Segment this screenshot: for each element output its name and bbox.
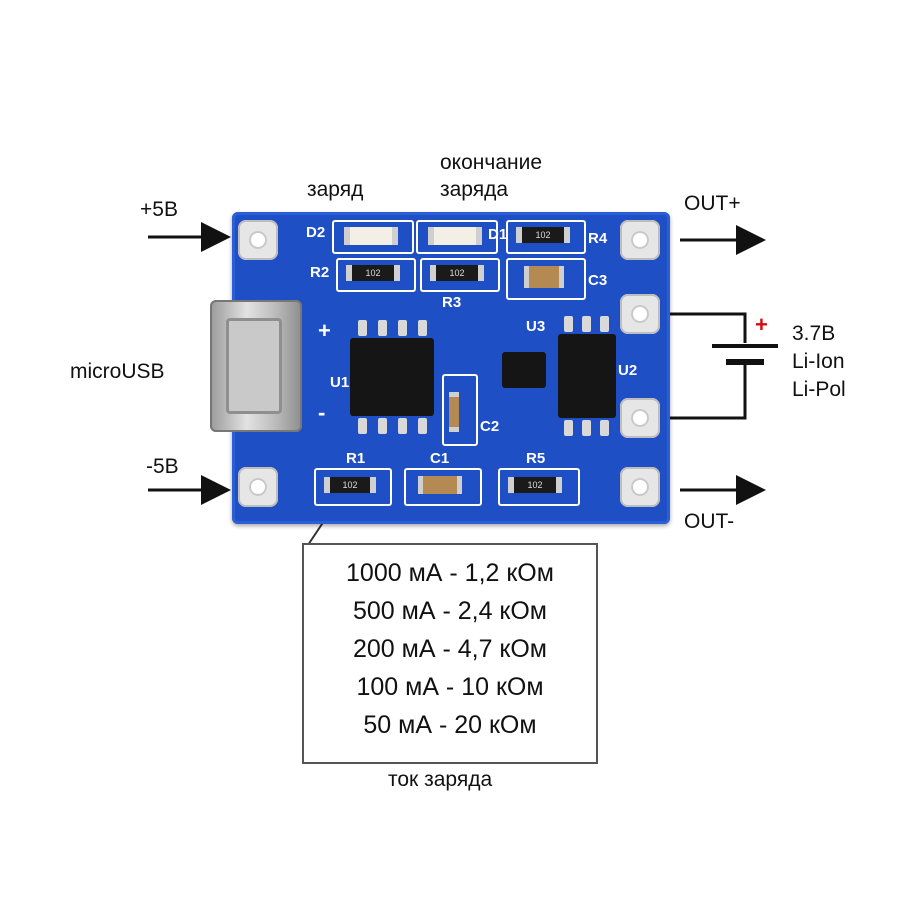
silk-r3: R3 xyxy=(442,294,462,311)
battery-plus-sign: + xyxy=(755,312,768,337)
chip-u1 xyxy=(350,338,434,416)
u1-pin xyxy=(378,320,387,336)
u1-pin xyxy=(398,418,407,434)
silk-r1: R1 xyxy=(346,450,366,467)
capacitor-c2 xyxy=(449,392,459,432)
battery-type-liion: Li-Ion xyxy=(792,350,845,373)
legend-row: 50 мА - 20 кОм xyxy=(363,711,537,739)
plus5-label: +5В xyxy=(140,198,178,221)
pad-out-plus xyxy=(620,220,660,260)
u1-pin xyxy=(398,320,407,336)
microusb-label: microUSB xyxy=(70,360,165,383)
minus5-label: -5В xyxy=(146,455,179,478)
d2-outline xyxy=(332,220,414,254)
silk-u1: U1 xyxy=(330,374,350,391)
silk-r5: R5 xyxy=(526,450,546,467)
led-d2 xyxy=(344,227,398,245)
pad-bat-plus xyxy=(620,294,660,334)
u1-pin xyxy=(358,418,367,434)
silk-d2: D2 xyxy=(306,224,326,241)
out-plus-label: OUT+ xyxy=(684,192,741,215)
silk-d1: D1 xyxy=(488,226,508,243)
u2-pin xyxy=(582,316,591,332)
legend-row: 200 мА - 4,7 кОм xyxy=(352,635,547,663)
end-charge-label-2: заряда xyxy=(440,178,509,201)
silk-plus: + xyxy=(318,318,331,343)
r2-outline xyxy=(336,258,416,292)
silk-minus: - xyxy=(318,400,326,425)
microusb-port xyxy=(226,318,282,414)
led-d1 xyxy=(428,227,482,245)
u1-pin xyxy=(358,320,367,336)
r3-outline xyxy=(420,258,500,292)
u2-pin xyxy=(582,420,591,436)
pad-minus5-in xyxy=(238,467,278,507)
c2-outline xyxy=(442,374,478,446)
u2-pin xyxy=(600,316,609,332)
silk-u2: U2 xyxy=(618,362,638,379)
out-minus-label: OUT- xyxy=(684,510,735,533)
d1-outline xyxy=(416,220,498,254)
r5-outline xyxy=(498,468,580,506)
pad-out-minus xyxy=(620,467,660,507)
u1-pin xyxy=(418,418,427,434)
resistor-r3: 102 xyxy=(430,265,484,281)
legend-row: 100 мА - 10 кОм xyxy=(356,673,544,701)
battery-wire-minus xyxy=(660,363,747,420)
resistor-r5: 102 xyxy=(508,477,562,493)
silk-c3: C3 xyxy=(588,272,608,289)
c1-outline xyxy=(404,468,482,506)
legend-row: 1000 мА - 1,2 кОм xyxy=(346,559,554,587)
resistor-r1: 102 xyxy=(324,477,376,493)
resistor-r2: 102 xyxy=(346,265,400,281)
r1-outline xyxy=(314,468,392,506)
battery-type-lipol: Li-Pol xyxy=(792,378,846,401)
battery-voltage-label: 3.7B xyxy=(792,322,836,345)
legend-row: 500 мА - 2,4 кОм xyxy=(352,597,547,625)
silk-r2: R2 xyxy=(310,264,330,281)
capacitor-c1 xyxy=(418,476,462,494)
resistor-r4: 102 xyxy=(516,227,570,243)
u1-pin xyxy=(418,320,427,336)
silk-c2: C2 xyxy=(480,418,500,435)
battery-wire-plus xyxy=(660,312,747,343)
c3-outline xyxy=(506,258,586,300)
u2-pin xyxy=(564,316,573,332)
u2-pin xyxy=(600,420,609,436)
silk-u3: U3 xyxy=(526,318,546,335)
chip-u3 xyxy=(502,352,546,388)
charge-current-caption: ток заряда xyxy=(388,768,493,791)
silk-c1: C1 xyxy=(430,450,450,467)
charge-current-table: 1000 мА - 1,2 кОм 500 мА - 2,4 кОм 200 м… xyxy=(302,543,598,764)
pcb-board: 102 D2 D1 R4 102 102 R2 R3 C3 U1 + - C2 … xyxy=(232,212,670,524)
charge-label: заряд xyxy=(307,178,364,201)
capacitor-c3 xyxy=(524,266,564,288)
u2-pin xyxy=(564,420,573,436)
u1-pin xyxy=(378,418,387,434)
silk-r4: R4 xyxy=(588,230,608,247)
r4-outline xyxy=(506,220,586,254)
chip-u2 xyxy=(558,334,616,418)
end-charge-label-1: окончание xyxy=(440,151,543,174)
pad-plus5-in xyxy=(238,220,278,260)
pad-bat-minus xyxy=(620,398,660,438)
